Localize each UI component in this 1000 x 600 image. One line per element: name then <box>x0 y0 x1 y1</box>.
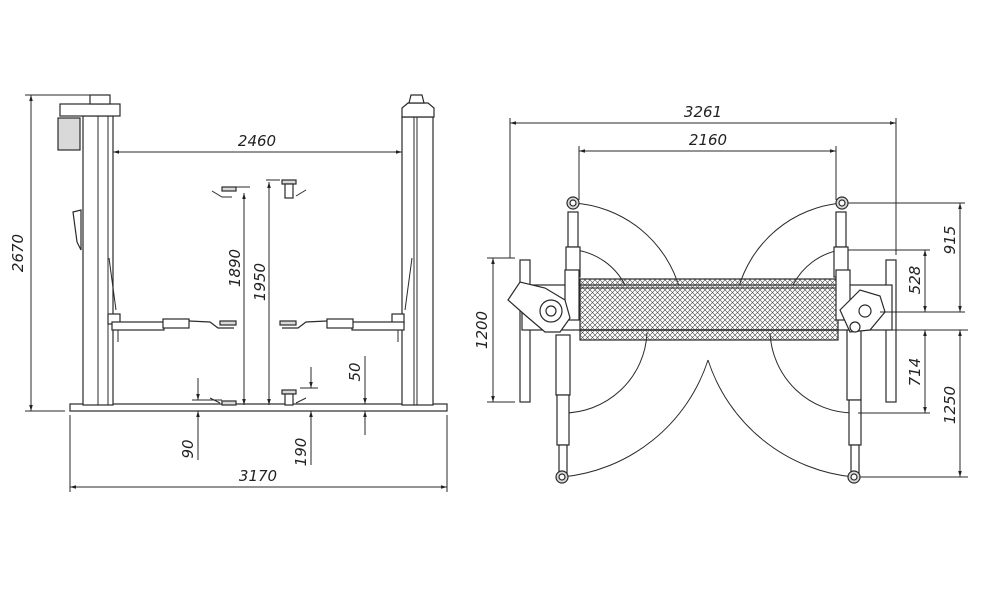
dim-190: 190 <box>292 367 318 466</box>
left-carriage <box>507 281 571 333</box>
dim-label: 1950 <box>251 263 269 301</box>
dim-label: 3170 <box>239 467 277 485</box>
dim-714: 714 <box>858 329 968 414</box>
right-arm <box>279 313 405 342</box>
dim-label: 2160 <box>689 131 727 149</box>
right-carriage <box>839 289 886 333</box>
top-arms <box>555 211 862 474</box>
left-arm <box>107 313 237 342</box>
dim-1950: 1950 <box>251 179 280 405</box>
dim-1250: 1250 <box>860 330 968 478</box>
dim-label: 528 <box>906 266 924 295</box>
right-base-plate <box>885 259 897 403</box>
dim-label: 2670 <box>9 234 27 272</box>
dim-2160: 2160 <box>578 131 837 200</box>
dim-528: 528 <box>848 249 965 313</box>
dim-1890: 1890 <box>226 186 250 405</box>
dim-label: 3261 <box>684 103 722 121</box>
left-base-plate <box>519 259 531 403</box>
dim-3170: 3170 <box>69 415 448 492</box>
dim-90: 90 <box>179 378 222 460</box>
dim-label: 1200 <box>473 311 491 349</box>
dim-915: 915 <box>848 202 965 312</box>
top-view: 3261 2160 1200 915 528 <box>473 103 968 484</box>
dim-3261: 3261 <box>509 103 897 258</box>
right-column <box>401 94 435 406</box>
dim-label: 50 <box>346 362 364 381</box>
dim-1200: 1200 <box>473 257 515 403</box>
dim-label: 1250 <box>941 386 959 424</box>
dim-label: 915 <box>941 226 959 255</box>
lift-pads <box>209 179 307 406</box>
left-column <box>57 94 121 406</box>
base-plate <box>69 403 448 412</box>
dim-label: 190 <box>292 438 310 467</box>
dim-2460: 2460 <box>113 132 402 154</box>
dim-label: 1890 <box>226 249 244 287</box>
dim-label: 714 <box>906 358 924 387</box>
dim-label: 2460 <box>238 132 276 150</box>
front-view: 2460 2670 1890 1950 90 190 <box>9 94 448 492</box>
pad-icons <box>555 196 861 484</box>
dim-50: 50 <box>346 356 367 435</box>
arm-swing-arcs <box>561 202 855 478</box>
dim-label: 90 <box>179 439 197 458</box>
dim-2670: 2670 <box>9 94 90 412</box>
motor-icon <box>57 117 81 151</box>
